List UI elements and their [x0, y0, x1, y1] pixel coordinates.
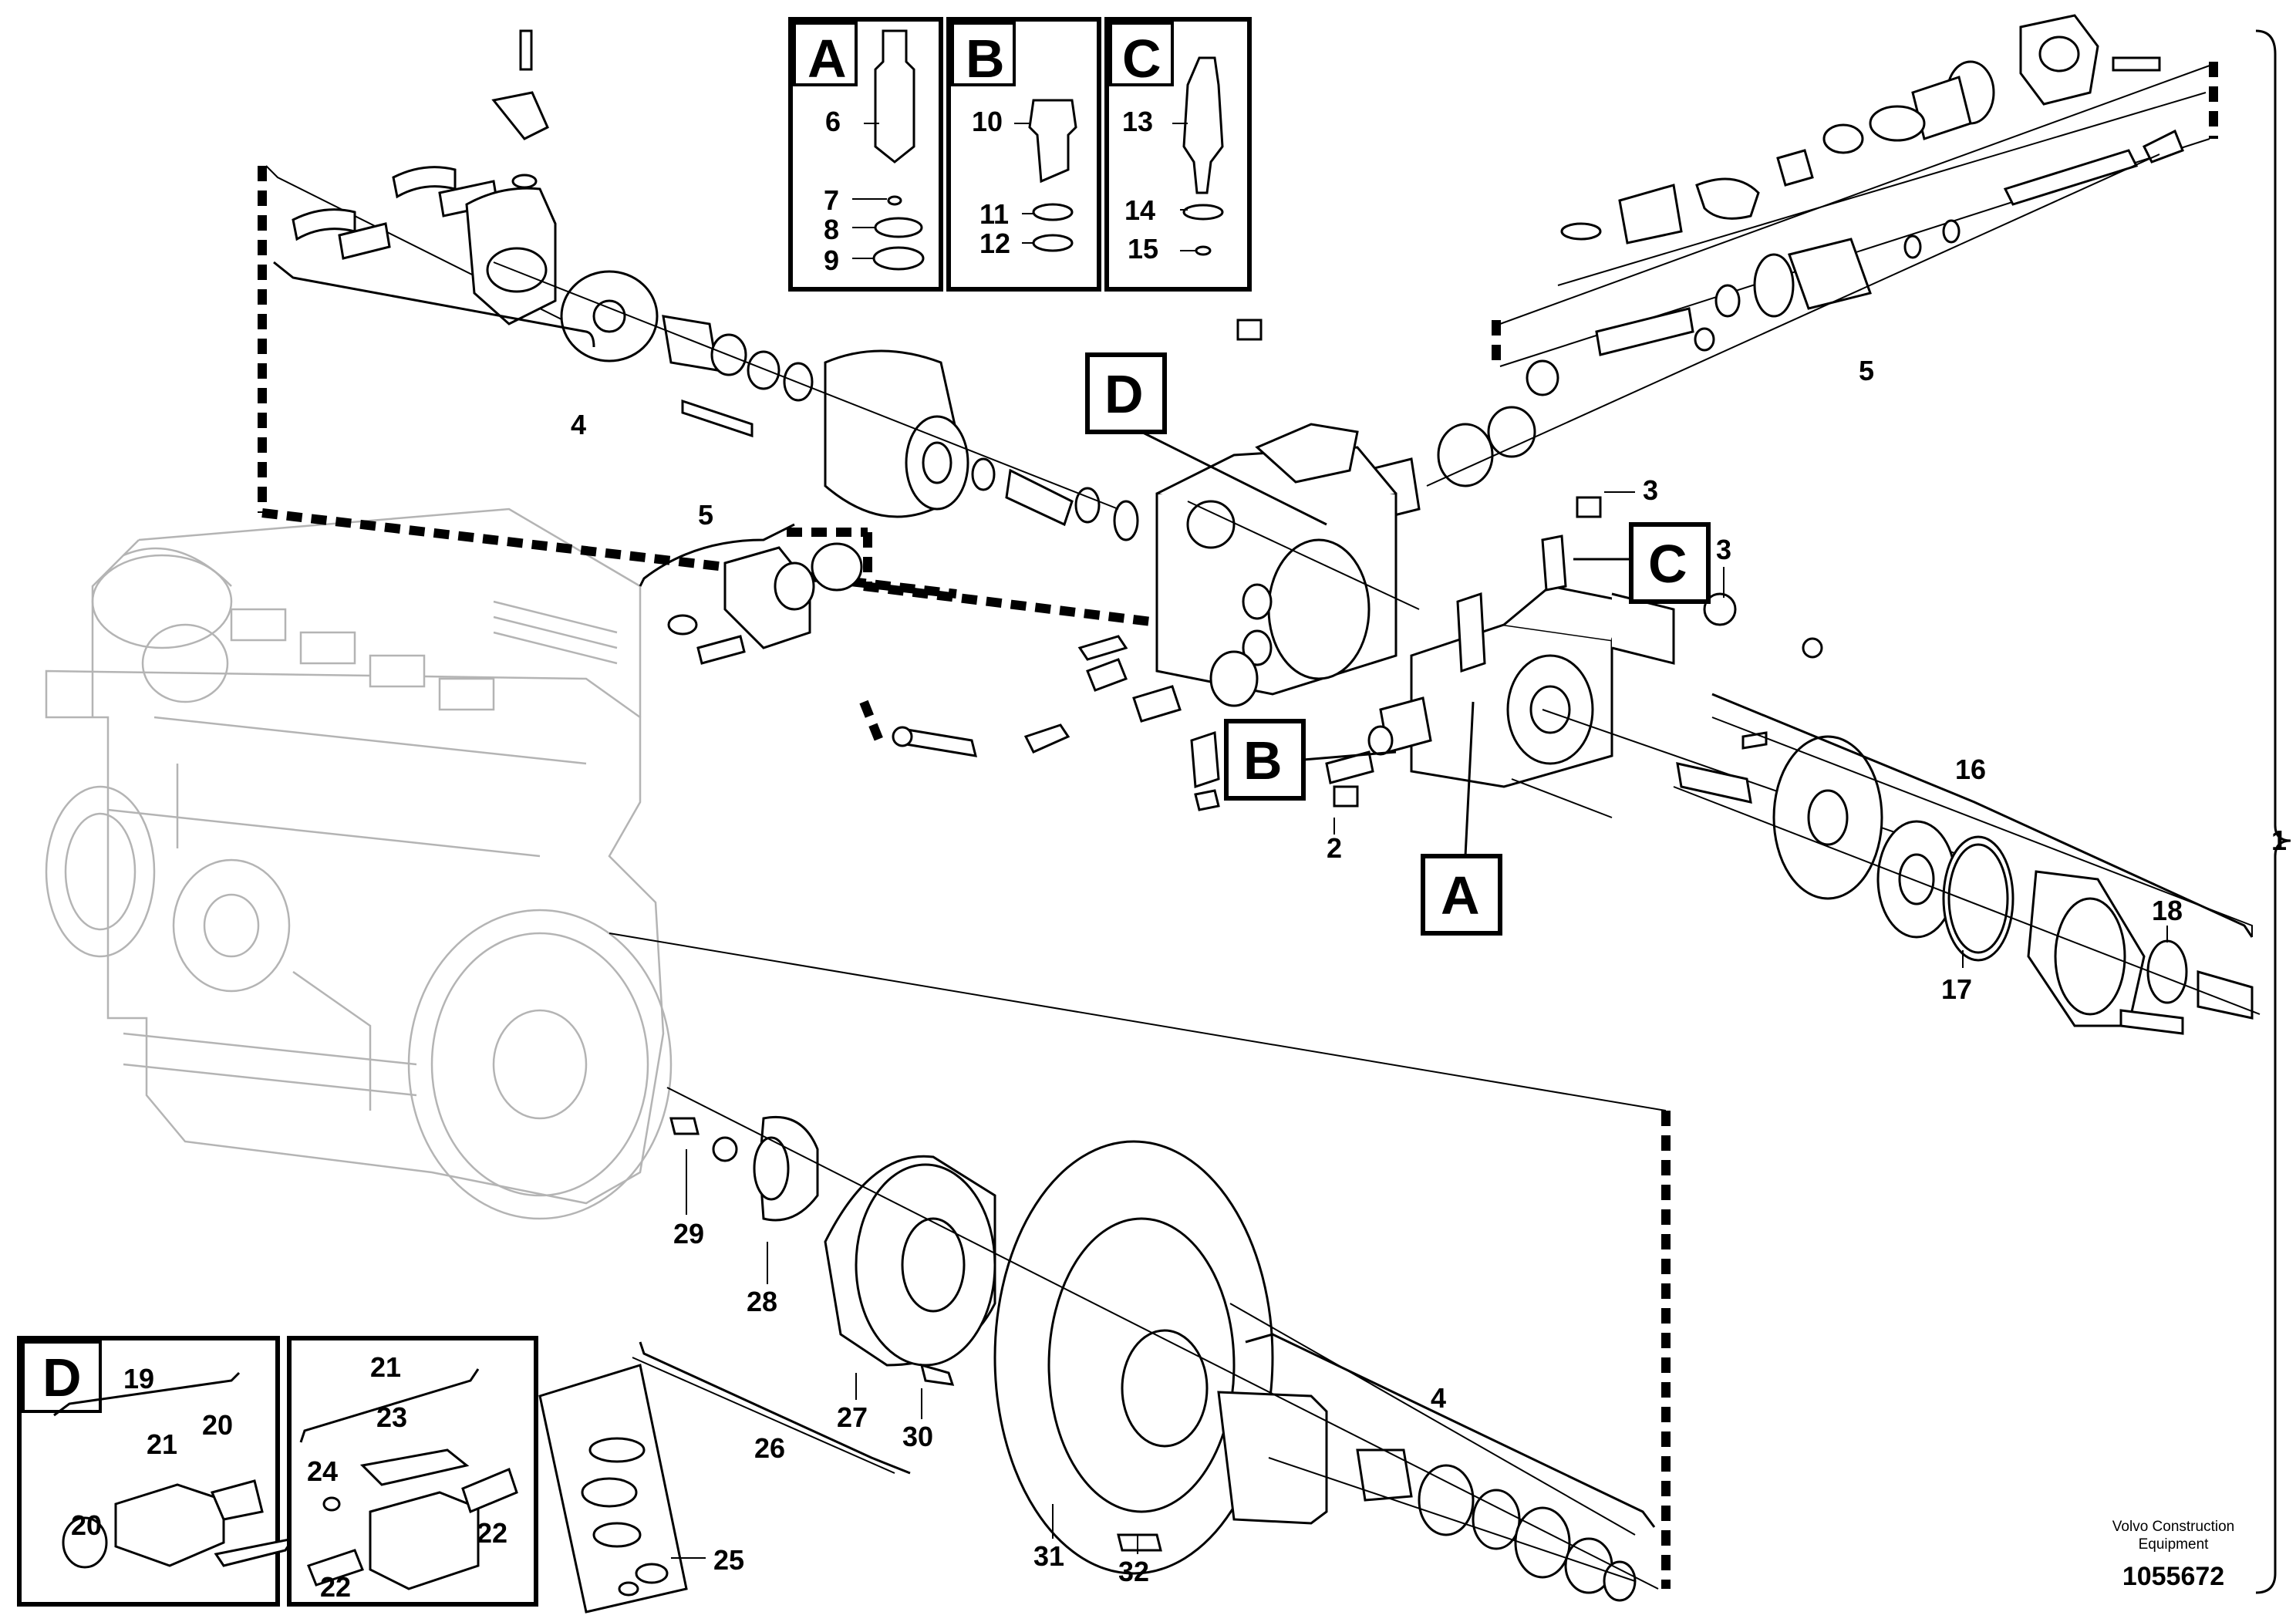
group-5-bracket-left — [639, 523, 795, 587]
group-16-bracket — [1711, 693, 2254, 938]
detail-d-letter: D — [42, 1347, 82, 1408]
label-20-left: 20 — [71, 1509, 102, 1541]
label-21-d: 21 — [147, 1428, 177, 1460]
label-2: 2 — [1327, 832, 1342, 864]
label-4-lower: 4 — [1431, 1382, 1446, 1414]
main-assembly-brace — [2255, 29, 2291, 1594]
callout-letters: D C B A — [1104, 364, 1687, 926]
label-26: 26 — [754, 1432, 785, 1464]
detail-b-letter: B — [966, 29, 1005, 89]
label-5-upper: 5 — [1859, 355, 1874, 386]
callout-c-letter: C — [1648, 534, 1687, 594]
label-21: 21 — [370, 1351, 401, 1383]
detail-box-21 — [287, 1336, 538, 1607]
label-23: 23 — [376, 1401, 407, 1433]
label-17: 17 — [1941, 973, 1972, 1005]
credit-line-2: Equipment — [2139, 1536, 2210, 1553]
callout-a-letter: A — [1441, 865, 1480, 926]
callout-box-b — [1224, 719, 1397, 801]
credit-block: Volvo Construction Equipment 1055672 — [2112, 1519, 2234, 1591]
label-29: 29 — [673, 1218, 704, 1249]
label-4-upper: 4 — [571, 409, 586, 440]
group-16-parts — [1673, 717, 2261, 1035]
label-22-left: 22 — [320, 1571, 351, 1603]
label-19: 19 — [123, 1363, 154, 1394]
label-1: 1 — [2271, 824, 2287, 856]
label-7: 7 — [824, 184, 839, 216]
part-number-labels: 1 2 3 3 4 4 5 5 16 17 18 25 26 27 28 29 … — [571, 355, 2287, 1587]
label-11: 11 — [979, 198, 1009, 230]
engine-outline — [45, 508, 673, 1220]
detail-box-a — [788, 17, 943, 292]
detail-c-letter: C — [1122, 29, 1161, 89]
coupling-parts — [632, 1087, 1659, 1602]
group-bracket-5-upper — [1492, 62, 2218, 367]
label-3-right: 3 — [1716, 534, 1731, 565]
detail-box-b — [946, 17, 1101, 292]
pump-housing-left — [1155, 319, 1420, 707]
label-24: 24 — [307, 1455, 338, 1487]
credit-line-1: Volvo Construction — [2112, 1519, 2234, 1535]
detail-box-c — [1104, 17, 1252, 292]
detail-box-d — [17, 1336, 296, 1607]
label-14: 14 — [1124, 194, 1155, 226]
label-20-right: 20 — [202, 1409, 233, 1441]
document-number: 1055672 — [2122, 1562, 2224, 1591]
group-bracket-pump-left — [787, 528, 1177, 743]
group-26-bracket — [639, 1341, 911, 1475]
group-5-upper-parts — [1364, 14, 2207, 522]
label-31: 31 — [1033, 1540, 1064, 1572]
callout-box-c — [1573, 522, 1711, 604]
label-10: 10 — [972, 106, 1003, 137]
label-16: 16 — [1955, 754, 1986, 785]
callout-box-a — [1421, 701, 1502, 936]
label-27: 27 — [837, 1401, 868, 1433]
callout-d-letter: D — [1104, 364, 1144, 424]
label-18: 18 — [2152, 895, 2183, 926]
label-9: 9 — [824, 244, 839, 276]
detail-a-letter: A — [807, 29, 847, 89]
callout-box-d — [1085, 352, 1327, 526]
label-6: 6 — [825, 106, 841, 137]
label-5-left: 5 — [698, 499, 713, 531]
group-4-upper-parts — [292, 29, 1139, 541]
label-28: 28 — [747, 1286, 777, 1317]
label-8: 8 — [824, 214, 839, 245]
detail-labels: A 6 7 8 9 B 10 11 12 C 13 14 15 D 19 20 … — [42, 29, 1161, 1603]
pump-housing-right — [1367, 496, 1975, 861]
label-15: 15 — [1128, 233, 1158, 265]
label-13: 13 — [1122, 106, 1153, 137]
group-4-bracket — [273, 261, 595, 348]
group-bracket-coupling — [609, 932, 1671, 1589]
label-32: 32 — [1118, 1556, 1149, 1587]
label-12: 12 — [979, 228, 1010, 259]
group-4-lower-bracket — [1245, 1333, 1656, 1528]
label-25: 25 — [713, 1544, 744, 1576]
group-5-left-parts — [667, 542, 1374, 811]
seal-kit-25 — [538, 1364, 706, 1614]
label-22-right: 22 — [477, 1517, 507, 1549]
label-3-top: 3 — [1643, 474, 1658, 506]
callout-b-letter: B — [1243, 730, 1283, 791]
label-30: 30 — [902, 1421, 933, 1452]
